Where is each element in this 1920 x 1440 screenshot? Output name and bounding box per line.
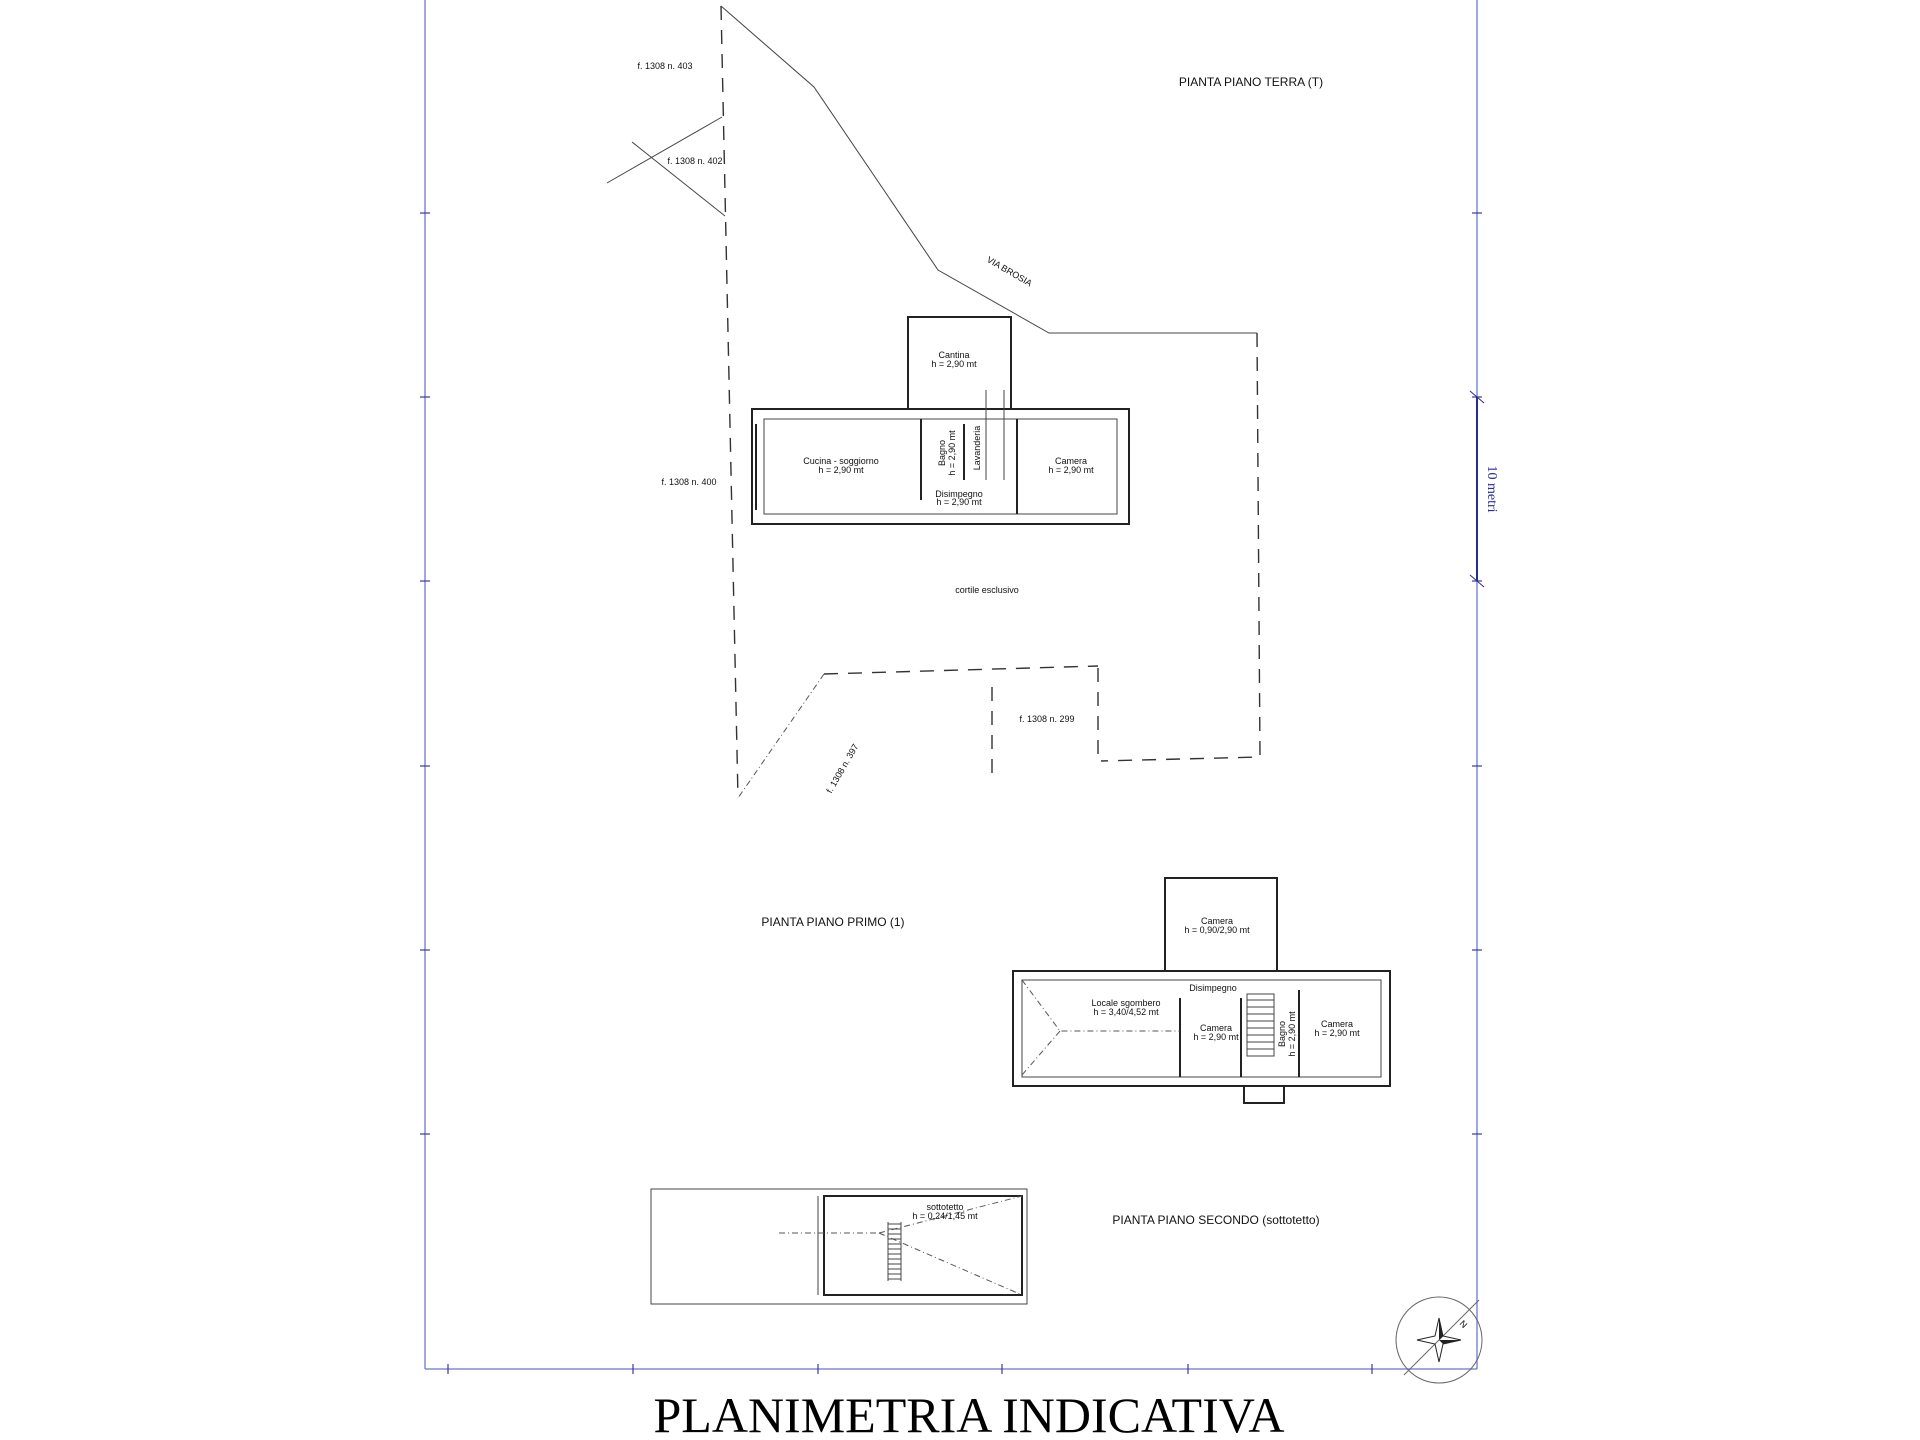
room-name: Camera — [1200, 1023, 1232, 1033]
page-title: PLANIMETRIA INDICATIVA — [653, 1387, 1284, 1440]
room-height: h = 3,40/4,52 mt — [1093, 1007, 1159, 1017]
second-floor-plan — [650, 1188, 1028, 1305]
room-name: Camera — [1201, 916, 1233, 926]
room-name: Bagno — [1277, 1021, 1287, 1047]
scale-bar: 10 metri — [1469, 390, 1499, 588]
room-height: h = 2,90 mt — [1287, 1011, 1297, 1057]
compass-north-label: N — [1458, 1318, 1470, 1330]
drawing-frame — [420, 0, 1482, 1374]
room-height: h = 2,90 mt — [1048, 465, 1094, 475]
parcel-label: f. 1308 n. 403 — [637, 61, 692, 71]
room-name: sottotetto — [926, 1202, 963, 1212]
first-floor-room-labels: Camera h = 0,90/2,90 mt Locale sgombero … — [1091, 916, 1360, 1057]
room-height: h = 0,90/2,90 mt — [1184, 925, 1250, 935]
first-floor-heading: PIANTA PIANO PRIMO (1) — [761, 915, 904, 929]
room-name: Camera — [1055, 456, 1087, 466]
ground-floor-plan — [751, 316, 1130, 525]
room-name: Locale sgombero — [1091, 998, 1160, 1008]
scale-bar-label: 10 metri — [1484, 465, 1499, 512]
ground-floor-heading: PIANTA PIANO TERRA (T) — [1179, 75, 1323, 89]
street-label: VIA BROSIA — [985, 254, 1034, 288]
parcel-label: f. 1308 n. 402 — [667, 156, 722, 166]
room-name: Disimpegno — [1189, 983, 1237, 993]
parcel-label: f. 1308 n. 299 — [1019, 714, 1074, 724]
room-height: h = 2,90 mt — [1314, 1028, 1360, 1038]
room-height: h = 2,90 mt — [931, 359, 977, 369]
room-height: h = 0,24/1,45 mt — [912, 1211, 978, 1221]
north-arrow-icon: N — [1395, 1296, 1483, 1384]
room-name: Disimpegno — [935, 489, 983, 499]
room-height: h = 2,90 mt — [818, 465, 864, 475]
room-name: Cantina — [938, 350, 969, 360]
ground-floor-room-labels: Cantina h = 2,90 mt Cucina - soggiorno h… — [803, 350, 1094, 507]
second-floor-heading: PIANTA PIANO SECONDO (sottotetto) — [1112, 1213, 1319, 1227]
room-height: h = 2,90 mt — [947, 430, 957, 476]
first-floor-plan — [1012, 877, 1391, 1104]
room-name: Bagno — [937, 440, 947, 466]
room-name: Lavanderia — [972, 426, 982, 471]
room-height: h = 2,90 mt — [936, 497, 982, 507]
parcel-label: f. 1308 n. 397 — [824, 742, 860, 795]
room-height: h = 2,90 mt — [1193, 1032, 1239, 1042]
site-boundary — [606, 5, 1261, 799]
room-name: Cucina - soggiorno — [803, 456, 879, 466]
courtyard-label: cortile esclusivo — [955, 585, 1019, 595]
room-name: Camera — [1321, 1019, 1353, 1029]
parcel-label: f. 1308 n. 400 — [661, 477, 716, 487]
